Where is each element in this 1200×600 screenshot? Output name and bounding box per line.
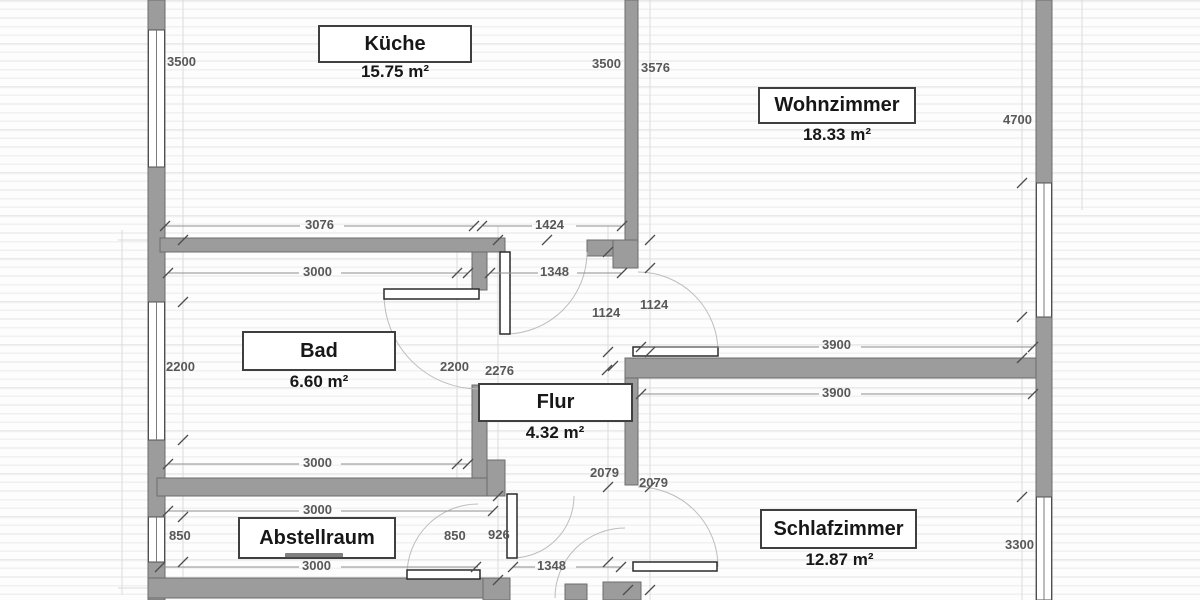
door-arc-wohnzimmer bbox=[637, 271, 719, 353]
room-name-wohnzimmer: Wohnzimmer bbox=[774, 94, 900, 116]
dim-label-bad-height-left: 2200 bbox=[166, 359, 195, 374]
room-label-schlafzimmer: Schlafzimmer bbox=[760, 509, 917, 549]
dim-label-schlafzimmer-door: 2079 bbox=[639, 475, 668, 490]
room-area-wohnzimmer: 18.33 m² bbox=[802, 125, 872, 144]
dim-label-bad-width-bottom: 3000 bbox=[303, 455, 332, 470]
door-arcs bbox=[383, 251, 719, 599]
room-label-bad: Bad bbox=[242, 331, 396, 371]
wall-bottom bbox=[147, 577, 484, 599]
door-leaves bbox=[383, 251, 719, 580]
dim-label-abstellraum-height-right: 850 bbox=[444, 528, 466, 543]
dim-label-abstellraum-height-left: 850 bbox=[169, 528, 191, 543]
dim-label-entry-width-bottom: 1348 bbox=[537, 558, 566, 573]
room-name-bad: Bad bbox=[300, 339, 338, 362]
room-name-flur: Flur bbox=[536, 391, 575, 413]
room-name-schlafzimmer: Schlafzimmer bbox=[773, 517, 904, 540]
room-label-kueche: Küche bbox=[318, 25, 472, 63]
room-area-schlafzimmer: 12.87 m² bbox=[805, 550, 874, 569]
dim-label-flur-width-top: 1348 bbox=[540, 264, 569, 279]
abstellraum-area-occluded-text bbox=[285, 553, 343, 558]
wall-corner-flur bbox=[486, 459, 506, 497]
dim-label-wohnzimmer-door: 1124 bbox=[640, 297, 669, 312]
room-area-flur: 4.32 m² bbox=[525, 423, 585, 442]
room-label-flur: Flur bbox=[478, 383, 633, 422]
wall-bad-flur-upper bbox=[471, 251, 488, 291]
door-leaf-flur bbox=[506, 493, 518, 559]
window-pane-lines bbox=[156, 30, 1045, 600]
room-label-abstellraum: Abstellraum bbox=[238, 517, 396, 559]
dim-label-bad-height-right: 2200 bbox=[440, 359, 469, 374]
door-leaf-kueche bbox=[499, 251, 511, 335]
dimension-ticks bbox=[154, 177, 1039, 596]
dim-label-schlafzimmer-width-bottom: 3900 bbox=[822, 385, 851, 400]
dimension-lines bbox=[160, 225, 1033, 568]
wall-kueche-flur-stub bbox=[586, 239, 614, 257]
wall-mid-foot bbox=[612, 239, 639, 269]
dim-label-schlafzimmer-width-top: 3900 bbox=[822, 337, 851, 352]
dim-label-kueche-width: 3076 bbox=[305, 217, 334, 232]
dim-label-wohnzimmer-height-right: 4700 bbox=[1003, 112, 1032, 127]
dim-label-bad-width-top: 3000 bbox=[303, 264, 332, 279]
door-arc-schlafzimmer bbox=[637, 486, 719, 568]
dim-label-flur-height: 2276 bbox=[485, 363, 514, 378]
door-leaf-abstellraum bbox=[406, 569, 481, 580]
dim-label-schlafzimmer-height-right: 3300 bbox=[1005, 537, 1034, 552]
room-name-abstellraum: Abstellraum bbox=[259, 526, 375, 549]
wall-kueche-bad bbox=[159, 237, 506, 253]
door-arc-bad bbox=[383, 293, 480, 390]
room-area-bad: 6.60 m² bbox=[289, 372, 349, 391]
wall-bottom-stub bbox=[564, 583, 588, 600]
door-arc-abstellraum bbox=[406, 503, 479, 576]
extension-lines bbox=[118, 0, 1083, 600]
dim-label-flur-lower-left: 2079 bbox=[590, 465, 619, 480]
room-label-wohnzimmer: Wohnzimmer bbox=[758, 87, 916, 124]
dim-label-wohnzimmer-height-left: 3576 bbox=[641, 60, 670, 75]
dim-label-kueche-door-span: 1424 bbox=[535, 217, 564, 232]
walls bbox=[147, 0, 1053, 600]
door-arc-flur bbox=[511, 495, 575, 559]
dim-label-flur-door-left: 1124 bbox=[592, 305, 621, 320]
wall-wohnzimmer-schlafzimmer bbox=[624, 357, 1037, 379]
wall-bottom-step bbox=[482, 577, 511, 600]
wall-bottom-right bbox=[602, 581, 642, 600]
dim-label-abstellraum-width-top: 3000 bbox=[303, 502, 332, 517]
dim-label-abstellraum-width-bottom: 3000 bbox=[302, 558, 331, 573]
wall-bad-abstellraum bbox=[156, 477, 506, 497]
dim-label-abstellraum-door: 926 bbox=[488, 527, 510, 542]
dim-label-kueche-height-right: 3500 bbox=[592, 56, 621, 71]
door-leaf-bad bbox=[383, 288, 480, 300]
wall-kueche-wohnzimmer bbox=[624, 0, 639, 253]
door-leaf-wohnzimmer bbox=[632, 346, 719, 357]
door-arc-entry bbox=[554, 527, 626, 599]
door-leaf-schlafzimmer bbox=[632, 561, 718, 572]
room-area-kueche: 15.75 m² bbox=[360, 62, 430, 81]
door-arc-kueche bbox=[504, 251, 588, 335]
room-name-kueche: Küche bbox=[364, 32, 426, 55]
dim-label-kueche-height-left: 3500 bbox=[167, 54, 196, 69]
